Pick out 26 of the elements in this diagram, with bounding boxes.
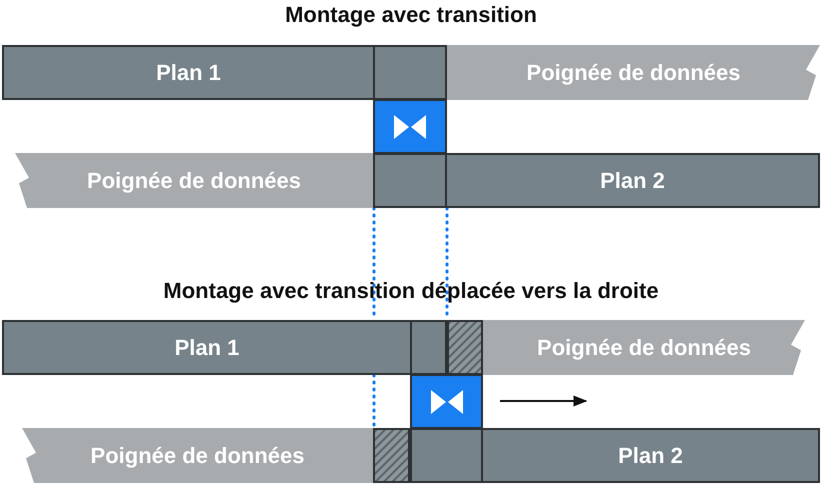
clip-bar — [2, 45, 375, 100]
media-handle-bar — [447, 45, 820, 100]
transition-block — [410, 374, 483, 429]
section-heading: Montage avec transition déplacée vers la droite — [163, 278, 659, 304]
hatched-segment — [447, 320, 483, 375]
clip-label: Plan 2 — [618, 442, 683, 468]
clip-label: Poignée de données — [537, 334, 751, 360]
media-handle-bar — [22, 428, 373, 483]
clip-label: Poignée de données — [90, 442, 304, 468]
hatched-segment — [373, 428, 410, 483]
media-handle-bar — [15, 153, 373, 208]
transition-block — [373, 99, 447, 154]
overlap-segment — [410, 428, 483, 483]
clip-label: Poignée de données — [526, 60, 740, 86]
clip-label: Plan 1 — [156, 60, 221, 86]
clip-label: Poignée de données — [87, 168, 301, 194]
clip-bar — [2, 320, 412, 375]
section-heading: Montage avec transition — [285, 2, 537, 28]
overlap-segment — [373, 153, 447, 208]
overlap-segment — [373, 45, 447, 100]
clip-label: Plan 1 — [174, 334, 240, 360]
clip-bar — [445, 153, 820, 208]
clip-label: Plan 2 — [600, 168, 665, 194]
media-handle-bar — [483, 320, 805, 375]
overlap-segment — [410, 320, 447, 375]
clip-bar — [481, 428, 820, 483]
